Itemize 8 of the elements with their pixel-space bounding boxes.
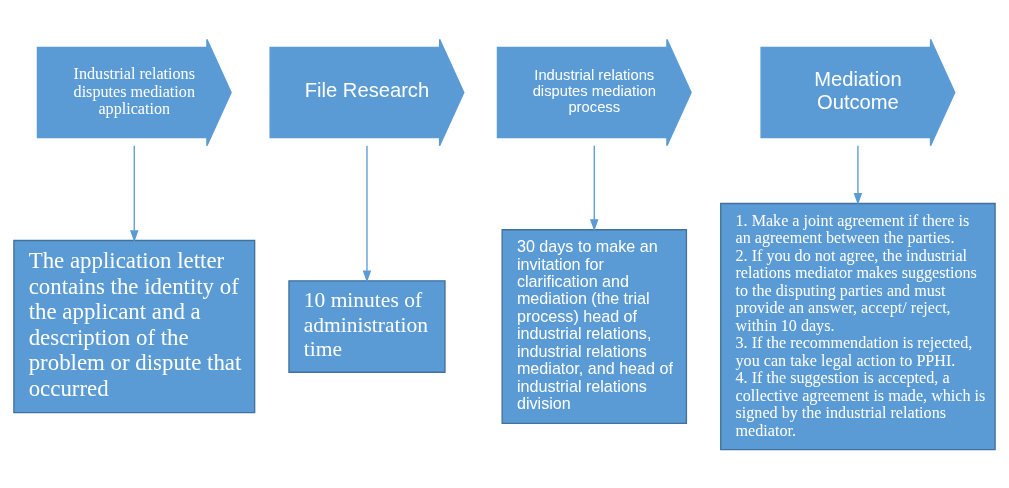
node-box: 10 minutes of administration time bbox=[288, 279, 446, 373]
arrow bbox=[590, 144, 599, 231]
node-box: The application letter contains the identity of the applicant and a description of the problem or dispute that occurred bbox=[13, 239, 256, 413]
arrow bbox=[362, 144, 372, 283]
arrow bbox=[130, 144, 139, 242]
node-box: 30 days to make an invitation for clarification and mediation (the trial process) head of industrial relations, industrial relations mediator, and head of industrial relations division bbox=[501, 228, 688, 424]
arrow bbox=[853, 144, 863, 205]
node-box: 1. Make a joint agreement if there is an agreement between the parties. 2. If you do not agree, the industrial relations mediator makes suggestions to the disputing parties and must provide an answer, accept/ reject, within 10 days. 3. If the recommendation is rejected, you can take legal action to PPHI. 4. If the suggestion is accepted, a collective agreement is made, which is signed by the industrial relations mediator. bbox=[720, 202, 996, 450]
